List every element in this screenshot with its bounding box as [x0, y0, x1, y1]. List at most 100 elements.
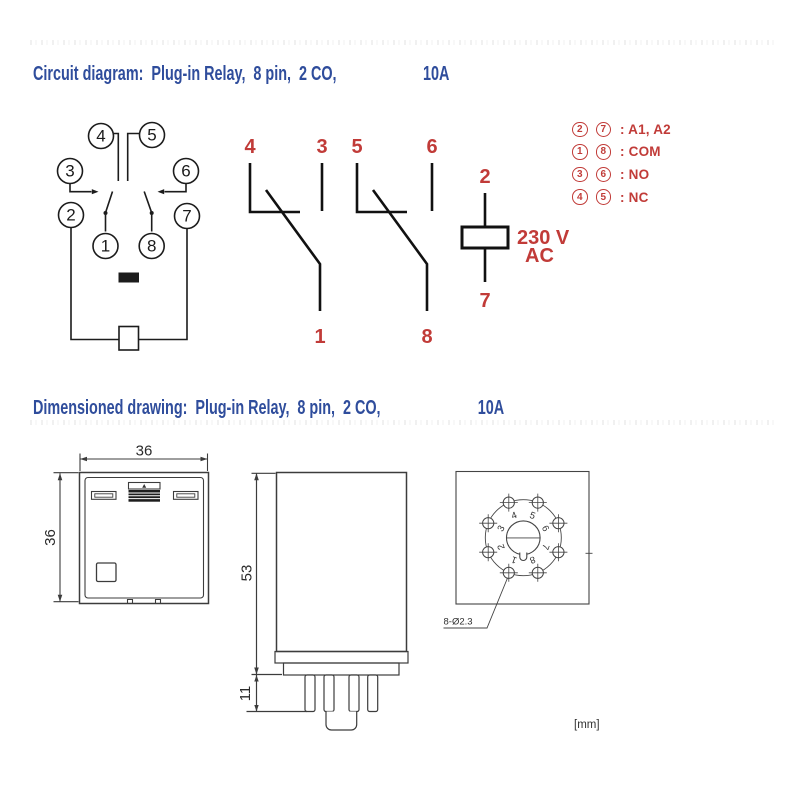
- dimension-title-heading: Dimensioned drawing:: [33, 397, 188, 419]
- vent-grille-lines: [128, 492, 160, 500]
- front-view-outline: [53, 453, 210, 605]
- pin-terminal-4: [87, 122, 115, 150]
- socket-num-4: 4: [510, 510, 519, 522]
- coil-voltage-label: 230 V: [517, 227, 570, 249]
- contact-blade-1: [104, 191, 114, 214]
- legend-label-com: : COM: [620, 144, 661, 160]
- circuit-title-contacts: 2 CO,: [298, 63, 337, 85]
- legend-row-nc: 4 5 : NC: [572, 186, 671, 209]
- label-terminal-6: 6: [426, 136, 437, 158]
- socket-num-2: 2: [496, 542, 508, 551]
- terminal-legend: 2 7 : A1, A2 1 8 : COM 3 6 : NO 4 5 : NC: [572, 118, 671, 208]
- legend-row-com: 1 8 : COM: [572, 141, 671, 164]
- dim-arrowheads: [57, 456, 208, 602]
- pin: [304, 674, 316, 713]
- pin: [323, 674, 335, 713]
- coil-box-symbol: [118, 325, 140, 351]
- dimension-title-pins: 8 pin,: [297, 397, 336, 419]
- pin: [367, 674, 379, 713]
- housing-face: [84, 476, 205, 599]
- faint-text-artifact-mid: [30, 420, 778, 425]
- label-terminal-3: 3: [316, 136, 327, 158]
- legend-label-no: : NO: [620, 166, 650, 182]
- label-terminal-1: 1: [314, 326, 325, 348]
- front-height-dim: 36: [42, 529, 59, 546]
- pin-terminal-7: [173, 202, 201, 230]
- pivot-dot-1: [103, 211, 108, 215]
- unit-note: [mm]: [574, 719, 600, 731]
- base-step: [282, 662, 400, 676]
- legend-pin-circle: 5: [595, 189, 611, 205]
- circuit-title-product: Plug-in Relay,: [151, 63, 246, 85]
- arrowhead-left-icon: [157, 189, 165, 195]
- arrow-line-pin6: [164, 183, 187, 193]
- schematic-lines: [248, 163, 510, 311]
- coil-supply-label: AC: [525, 245, 554, 267]
- pin-hole-crosses: [479, 493, 568, 582]
- socket-square: [455, 470, 590, 605]
- legend-pin-circle: 4: [572, 189, 588, 205]
- marking-plate: [127, 481, 161, 490]
- legend-pin-circle: 3: [572, 166, 588, 183]
- wire-from-pin4: [113, 132, 120, 181]
- legend-pin-circle: 7: [595, 121, 611, 138]
- keyway-notch: [519, 552, 528, 562]
- pole1-common-blade: [264, 189, 322, 311]
- pin-terminal-5: [138, 121, 166, 149]
- bottom-notch: [154, 598, 162, 604]
- label-terminal-4: 4: [244, 136, 256, 158]
- legend-pin-circle: 8: [595, 144, 611, 160]
- circuit-title-rating: 10A: [422, 63, 450, 85]
- legend-label-a1a2: : A1, A2: [620, 121, 671, 137]
- socket-num-5: 5: [528, 510, 537, 522]
- contact-schematic: 4 3 5 6 1 8 2 7 230 V AC: [244, 136, 569, 348]
- hole-diameter-note: 8-Ø2.3: [444, 617, 473, 628]
- front-width-dim: 36: [136, 443, 153, 460]
- label-terminal-5: 5: [351, 136, 362, 158]
- label-terminal-7: 7: [479, 290, 490, 312]
- pin-layout-wires: [69, 132, 188, 351]
- socket-num-7: 7: [539, 542, 551, 551]
- wire-from-pin5: [126, 132, 140, 181]
- label-terminal-8: 8: [421, 326, 432, 348]
- side-view-drawing: 53 11: [237, 471, 409, 731]
- socket-outline: [455, 470, 590, 605]
- legend-pin-circle: 1: [572, 144, 588, 160]
- pin: [348, 674, 360, 713]
- pin-terminal-3-label: 3: [65, 162, 74, 181]
- side-view-outline: [246, 471, 409, 731]
- bottom-notch: [126, 598, 134, 604]
- circuit-title-pins: 8 pin,: [253, 63, 292, 85]
- schematic-labels: 4 3 5 6 1 8 2 7 230 V AC: [244, 136, 569, 348]
- socket-num-3: 3: [496, 524, 508, 534]
- arrowhead-right-icon: [91, 189, 99, 195]
- pole1-no-contact: [248, 163, 300, 214]
- dimension-title-contacts: 2 CO,: [342, 397, 381, 419]
- pin-terminal-1: [92, 232, 119, 260]
- pole2-no-contact: [355, 163, 407, 214]
- left-slot-inner: [94, 493, 114, 498]
- label-terminal-2: 2: [479, 166, 490, 188]
- front-view-drawing: 36 36: [42, 443, 210, 605]
- pin-terminal-1-label: 1: [101, 237, 110, 256]
- pin-terminals: 4 5 3 6 2 7 1 8: [56, 121, 201, 260]
- pin-terminal-2: [57, 201, 85, 229]
- pin-terminal-2-label: 2: [66, 206, 75, 225]
- hole-leader-line: [443, 577, 508, 629]
- socket-num-8: 8: [528, 553, 537, 565]
- dim-arrowheads: [254, 473, 259, 712]
- pin-terminal-6-label: 6: [181, 162, 190, 181]
- contact-blade-8: [143, 191, 153, 214]
- test-button: [95, 562, 117, 583]
- faint-text-artifact-top: [30, 40, 778, 45]
- coil-rail-pin2: [70, 227, 119, 341]
- legend-label-nc: : NC: [620, 189, 649, 205]
- socket-num-1: 1: [510, 553, 519, 565]
- arrow-line-pin3: [69, 183, 92, 193]
- triangle-marker-icon: [142, 484, 147, 488]
- pin-terminal-5-label: 5: [147, 126, 156, 145]
- pin-terminal-7-label: 7: [182, 207, 191, 226]
- left-slot: [90, 490, 117, 500]
- legend-pin-circle: 6: [595, 166, 611, 183]
